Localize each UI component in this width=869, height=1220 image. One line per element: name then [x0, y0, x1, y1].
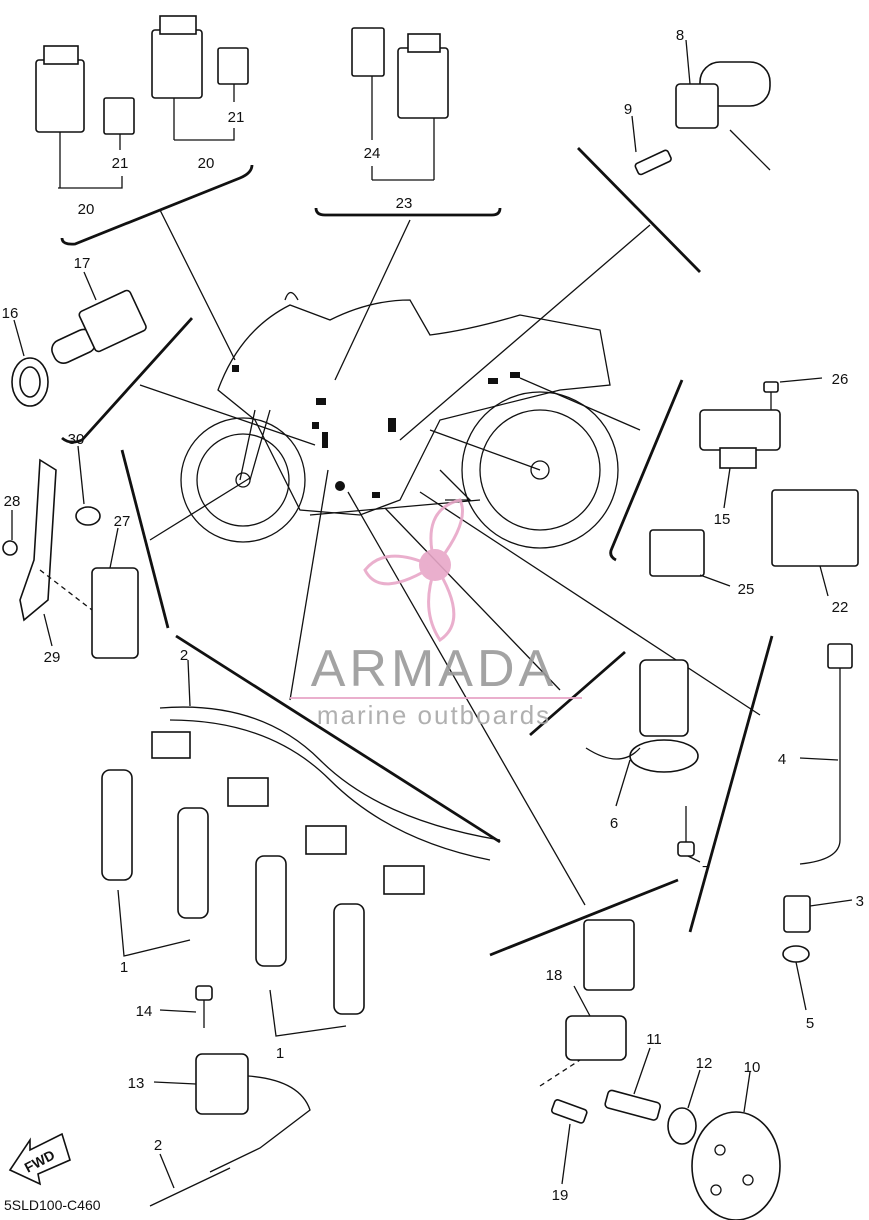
callout-20b: 20: [198, 155, 215, 172]
callout-21b: 21: [228, 109, 245, 126]
gasket-part-16: [11, 319, 49, 407]
fwd-arrow-icon: [8, 1132, 71, 1186]
diagram-code: 5SLD100-C460: [4, 1197, 101, 1213]
callout-labels: 20 21 20 21 24 23 8 9 17 16 26 15 25 22 …: [2, 27, 864, 1204]
sensor-part-18: [539, 919, 635, 1087]
callout-8: 8: [676, 27, 684, 44]
callout-17: 17: [74, 255, 91, 272]
callout-1a: 1: [120, 959, 128, 976]
callout-4: 4: [778, 751, 786, 768]
callout-2a: 2: [180, 647, 188, 664]
watermark-tagline: marine outboards: [317, 700, 551, 730]
motorcycle-outline: [180, 291, 619, 549]
wire-harness-part-2: [151, 659, 501, 895]
sensor-part-8: [675, 39, 771, 171]
sensor-part-6: [585, 659, 699, 807]
callout-14: 14: [136, 1003, 153, 1020]
ignition-coils-part-1: [101, 769, 365, 1037]
callout-30: 30: [68, 431, 85, 448]
callout-13: 13: [128, 1075, 145, 1092]
rotor-part-10: [691, 1071, 781, 1220]
parts: [2, 15, 859, 1220]
fuse-part-21-left: [103, 97, 135, 150]
callout-15: 15: [714, 511, 731, 528]
callout-26: 26: [832, 371, 849, 388]
callout-10: 10: [744, 1059, 761, 1076]
switch-part-3: [783, 895, 853, 933]
armada-watermark: ARMADA marine outboards: [290, 498, 582, 730]
callout-5: 5: [806, 1015, 814, 1032]
unit-part-22: [771, 489, 859, 597]
bolt-part-11: [604, 1047, 662, 1121]
callout-24: 24: [364, 145, 381, 162]
callout-18: 18: [546, 967, 563, 984]
callout-brackets: [60, 147, 774, 957]
relay-part-20-left: [35, 45, 85, 188]
callout-28: 28: [4, 493, 21, 510]
bolt-part-19: [550, 1099, 588, 1185]
pad-part-27: [39, 527, 139, 659]
callout-3: 3: [856, 893, 864, 910]
relay-part-20-right: [151, 15, 203, 140]
callout-23: 23: [396, 195, 413, 212]
callout-12: 12: [696, 1055, 713, 1072]
callout-1b: 1: [276, 1045, 284, 1062]
callout-6: 6: [610, 815, 618, 832]
washer-part-30: [75, 445, 101, 526]
callout-2b: 2: [154, 1137, 162, 1154]
callout-9: 9: [624, 101, 632, 118]
relay-part-23: [397, 33, 449, 180]
harness-part-2-bottom: [149, 1153, 231, 1207]
callout-16: 16: [2, 305, 19, 322]
nut-part-28: [2, 510, 18, 556]
callout-20a: 20: [78, 201, 95, 218]
sensor-part-17: [51, 271, 147, 364]
fuse-part-21-right: [217, 47, 249, 102]
callout-7: 7: [702, 863, 710, 880]
sensor-part-13: [153, 1053, 311, 1173]
callout-22: 22: [832, 599, 849, 616]
relay-part-25: [649, 529, 731, 587]
washer-part-5: [782, 945, 810, 1011]
washer-part-12: [667, 1069, 701, 1145]
callout-27: 27: [114, 513, 131, 530]
sensor-part-15: [699, 409, 781, 509]
bolt-part-9: [631, 115, 672, 176]
watermark-brand: ARMADA: [311, 640, 557, 698]
callout-21a: 21: [112, 155, 129, 172]
callout-11: 11: [646, 1031, 662, 1048]
callout-25: 25: [738, 581, 755, 598]
bolt-part-7: [677, 806, 701, 863]
bracket-part-29: [19, 458, 57, 647]
callout-29: 29: [44, 649, 61, 666]
callout-19: 19: [552, 1187, 569, 1204]
lead-part-4: [799, 643, 853, 865]
bolt-part-14: [159, 985, 213, 1028]
fuse-part-24: [351, 27, 385, 140]
